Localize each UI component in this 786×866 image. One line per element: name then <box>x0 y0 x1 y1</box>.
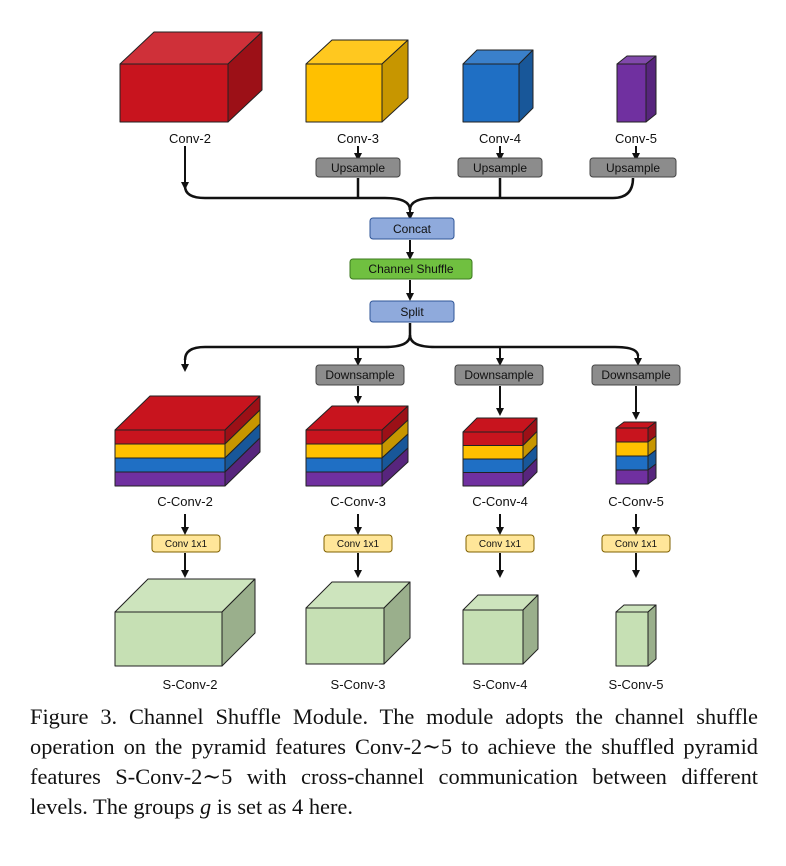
split-arrows <box>181 347 642 372</box>
conv-4-label: Conv-4 <box>479 131 521 146</box>
upsample-box-conv4: Upsample <box>457 157 543 178</box>
s-conv-2-cube <box>114 578 256 667</box>
cube-front-layer <box>114 443 226 459</box>
cube-front-layer <box>615 427 649 443</box>
caption-group-symbol: g <box>199 794 212 819</box>
cube-front-layer <box>615 455 649 471</box>
downsample-arrows <box>354 386 640 420</box>
downsample-label: Downsample <box>325 368 395 382</box>
cube-front-face <box>305 63 383 123</box>
s-conv-5-label: S-Conv-5 <box>609 677 664 692</box>
cube-front-layer <box>615 469 649 485</box>
cube-front-layer <box>114 471 226 487</box>
c-conv-2-cube <box>114 395 261 487</box>
split-box: Split <box>369 300 455 323</box>
conv1x1-box-3: Conv 1x1 <box>323 534 393 553</box>
cube-side-face <box>645 55 657 123</box>
conv1x1-label: Conv 1x1 <box>337 539 380 550</box>
concat-label: Concat <box>393 222 432 236</box>
cube-front-face <box>119 63 229 123</box>
input-arrows <box>181 146 640 190</box>
conv1x1-box-2: Conv 1x1 <box>151 534 221 553</box>
conv-4-cube <box>462 49 534 123</box>
s-conv-2-label: S-Conv-2 <box>163 677 218 692</box>
downsample-box-c5: Downsample <box>591 364 681 386</box>
cube-front-layer <box>615 441 649 457</box>
s-conv-3-label: S-Conv-3 <box>331 677 386 692</box>
merge-brace <box>183 177 635 211</box>
downsample-label: Downsample <box>464 368 534 382</box>
c-conv-3-cube <box>305 405 409 487</box>
upsample-label: Upsample <box>606 161 660 175</box>
downsample-box-c4: Downsample <box>454 364 544 386</box>
c-conv-3-label: C-Conv-3 <box>330 494 386 509</box>
caption-text: Figure 3. Channel Shuffle Module. The mo… <box>30 704 758 819</box>
cube-front-face <box>114 611 223 667</box>
downsample-label: Downsample <box>601 368 671 382</box>
conv-2-label: Conv-2 <box>169 131 211 146</box>
figure-caption: Figure 3. Channel Shuffle Module. The mo… <box>30 702 758 822</box>
cube-front-face <box>616 63 647 123</box>
conv1x1-box-4: Conv 1x1 <box>465 534 535 553</box>
conv1x1-label: Conv 1x1 <box>479 539 522 550</box>
split-label: Split <box>400 305 424 319</box>
conv1x1-box-5: Conv 1x1 <box>601 534 671 553</box>
downsample-box-c3: Downsample <box>315 364 405 386</box>
conv-5-label: Conv-5 <box>615 131 657 146</box>
c-conv-5-label: C-Conv-5 <box>608 494 664 509</box>
conv-5-cube <box>616 55 657 123</box>
conv1x1-label: Conv 1x1 <box>165 539 208 550</box>
concat-box: Concat <box>369 217 455 240</box>
c-conv-4-label: C-Conv-4 <box>472 494 528 509</box>
s-conv-4-label: S-Conv-4 <box>473 677 528 692</box>
channel-shuffle-box: Channel Shuffle <box>349 258 473 280</box>
upsample-label: Upsample <box>331 161 385 175</box>
s-conv-5-cube <box>615 604 657 667</box>
s-conv-3-cube <box>305 581 411 665</box>
cube-front-layer <box>305 457 383 473</box>
upsample-label: Upsample <box>473 161 527 175</box>
conv1x1-out-arrows <box>181 553 640 578</box>
cube-front-face <box>305 607 385 665</box>
split-brace <box>183 323 640 361</box>
conv1x1-in-arrows <box>181 514 640 535</box>
cube-front-face <box>615 611 649 667</box>
upsample-box-conv3: Upsample <box>315 157 401 178</box>
c-conv-5-cube <box>615 421 657 485</box>
channel-shuffle-label: Channel Shuffle <box>368 262 454 276</box>
cube-front-layer <box>462 445 524 460</box>
c-conv-4-cube <box>462 417 538 487</box>
conv-3-label: Conv-3 <box>337 131 379 146</box>
cube-front-layer <box>114 457 226 473</box>
cube-front-layer <box>305 471 383 487</box>
c-conv-2-label: C-Conv-2 <box>157 494 213 509</box>
conv-3-cube <box>305 39 409 123</box>
cube-front-layer <box>305 429 383 445</box>
cube-front-layer <box>462 472 524 487</box>
cube-front-layer <box>462 458 524 473</box>
cube-front-layer <box>305 443 383 459</box>
cube-front-face <box>462 63 520 123</box>
channel-shuffle-diagram: Conv-2 Conv-3 Conv-4 Conv-5 Upsample Ups… <box>114 31 681 692</box>
cube-front-layer <box>114 429 226 445</box>
caption-text-end: is set as 4 here. <box>211 794 353 819</box>
cube-front-face <box>462 609 524 665</box>
s-conv-4-cube <box>462 594 539 665</box>
conv-2-cube <box>119 31 263 123</box>
upsample-box-conv5: Upsample <box>589 157 677 178</box>
cube-side-face <box>647 604 657 667</box>
cube-front-layer <box>462 431 524 446</box>
conv1x1-label: Conv 1x1 <box>615 539 658 550</box>
